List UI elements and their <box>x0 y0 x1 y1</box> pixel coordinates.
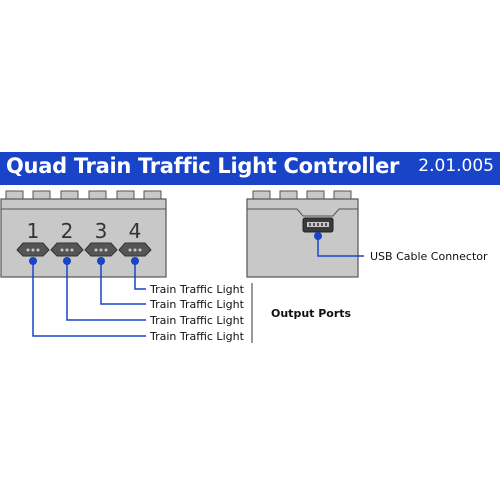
stud <box>32 190 51 200</box>
stud <box>116 190 135 200</box>
callout-label-port-2: Train Traffic Light <box>149 314 245 327</box>
port-number-2: 2 <box>61 219 74 243</box>
port-number-3: 3 <box>95 219 108 243</box>
leader-line-port-2 <box>66 262 146 321</box>
callout-dot <box>29 257 37 265</box>
port-number-4: 4 <box>129 219 142 243</box>
stud <box>252 190 271 200</box>
brick-divider <box>247 208 358 217</box>
output-port-2 <box>50 242 84 257</box>
page-title: Quad Train Traffic Light Controller <box>6 154 400 178</box>
stud <box>143 190 162 200</box>
stud <box>5 190 24 200</box>
output-port-4 <box>118 242 152 257</box>
callout-dot <box>63 257 71 265</box>
stud <box>88 190 107 200</box>
stud <box>60 190 79 200</box>
leader-line-port-3 <box>100 262 146 305</box>
title-bar: Quad Train Traffic Light Controller 2.01… <box>0 152 500 185</box>
leader-line-usb <box>317 237 364 257</box>
version-number: 2.01.005 <box>418 156 494 176</box>
leader-dots <box>29 232 322 265</box>
output-port-1 <box>16 242 50 257</box>
stud <box>333 190 352 200</box>
callout-dot <box>131 257 139 265</box>
right-brick-body <box>246 198 359 278</box>
output-port-3 <box>84 242 118 257</box>
leader-line-port-4 <box>134 262 146 290</box>
output-ports-label: Output Ports <box>271 307 352 320</box>
callout-dot <box>314 232 322 240</box>
callout-dot <box>97 257 105 265</box>
callout-label-port-3: Train Traffic Light <box>149 298 245 311</box>
callout-label-port-4: Train Traffic Light <box>149 283 245 296</box>
callout-label-port-1: Train Traffic Light <box>149 330 245 343</box>
right-brick <box>246 190 359 278</box>
usb-port-icon <box>302 217 334 233</box>
left-brick: 1 2 3 4 <box>0 190 167 278</box>
stud <box>306 190 325 200</box>
usb-cable-label: USB Cable Connector <box>370 250 488 263</box>
stud <box>279 190 298 200</box>
leader-lines <box>32 237 364 337</box>
leader-line-port-1 <box>32 262 146 337</box>
left-brick-body <box>0 198 167 278</box>
port-number-1: 1 <box>27 219 40 243</box>
